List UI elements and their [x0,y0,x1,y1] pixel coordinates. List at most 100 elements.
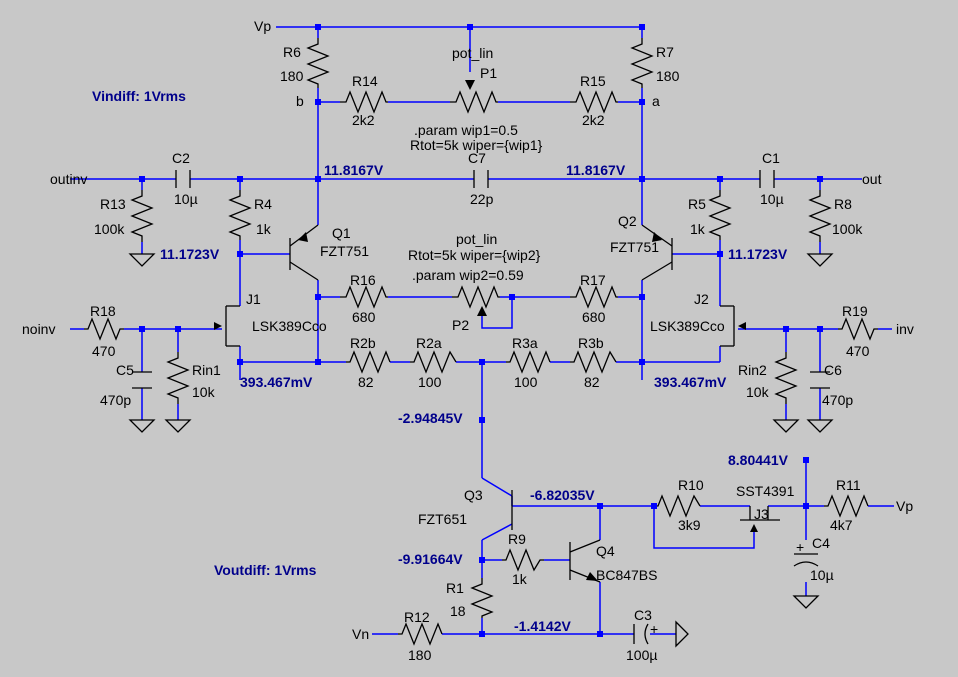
jfet-j1 [214,305,240,347]
transistor-q1 [289,224,319,281]
junction-dot [639,359,645,365]
resistor-r3b [570,350,617,374]
ref-j2: J2 [694,291,709,307]
ref-r5: R5 [688,196,706,212]
value-c6: 470p [822,392,853,408]
junction-dot [717,251,723,257]
value-r1: 18 [450,603,466,619]
junction-dot [817,326,823,332]
junction-dot [315,176,321,182]
junction-dot [597,503,603,509]
junction-dot [315,99,321,105]
value-q1: FZT751 [320,243,369,259]
junction-dot [479,631,485,637]
junction-dot [597,631,603,637]
resistor-r2b [346,350,391,374]
junction-dot [467,24,473,30]
junction-dot [639,99,645,105]
ref-r7: R7 [656,44,674,60]
value-q2: FZT751 [610,239,659,255]
junction-dot [237,176,243,182]
ground-icon [806,419,834,433]
junction-dot [639,24,645,30]
ground-icon [164,419,192,433]
resistor-r4 [228,190,252,240]
voltage-source-left: 393.467mV [240,374,313,390]
junction-dot [315,24,321,30]
potentiometer-p2 [452,285,500,309]
resistor-r11 [824,494,869,518]
value-r10: 3k9 [678,517,701,533]
value-r14: 2k2 [352,112,375,128]
ref-q2: Q2 [618,213,637,229]
junction-dot [651,503,657,509]
ref-c4: C4 [812,535,830,551]
port-noinv: noinv [22,321,55,337]
value-c7: 22p [470,191,494,207]
p2-param: .param wip2=0.59 [412,267,524,283]
ref-rin1: Rin1 [192,362,221,378]
value-r3b: 82 [584,374,600,390]
voltage-vn-node: -1.4142V [514,618,571,634]
port-outinv: outinv [50,171,87,187]
junction-dot [315,359,321,365]
ref-r17: R17 [580,272,606,288]
ref-r1: R1 [446,580,464,596]
ref-c6: C6 [824,362,842,378]
resistor-r19 [838,317,878,341]
value-q4: BC847BS [596,567,657,583]
ref-r10: R10 [678,477,704,493]
junction-dot [237,251,243,257]
component-symbols: + + [84,38,878,648]
value-r11: 4k7 [830,517,853,533]
capacitor-c6 [810,371,830,389]
jfet-j3 [740,506,780,532]
ground-icon [772,419,800,433]
value-rin1: 10k [192,384,216,400]
ref-q3: Q3 [464,487,483,503]
node-b: b [296,93,304,109]
svg-text:+: + [796,539,804,555]
ref-p1: P1 [480,65,497,81]
value-c5: 470p [100,392,131,408]
value-j1: LSK389Cco [252,318,327,334]
resistor-r5 [708,190,732,240]
junction-dot [479,557,485,563]
ref-r18: R18 [90,303,116,319]
ref-r2b: R2b [350,335,376,351]
value-r12: 180 [408,647,432,663]
ref-j3: J3 [754,506,769,522]
junction-dot [717,176,723,182]
ground-icon [128,419,156,433]
value-r7: 180 [656,68,680,84]
ref-r6: R6 [283,44,301,60]
voltage-drain-right: 11.1723V [728,246,788,262]
wires [70,26,894,635]
ref-c5: C5 [116,362,134,378]
resistor-r10 [652,494,701,518]
ref-r11: R11 [836,477,861,493]
p1-type: pot_lin [452,45,493,61]
ref-r19: R19 [842,303,868,319]
voltage-tail: -2.94845V [398,410,463,426]
ref-p2: P2 [452,317,469,333]
resistor-r1 [470,578,494,618]
value-r5: 1k [690,221,706,237]
port-inv: inv [896,321,914,337]
ref-r3a: R3a [512,335,538,351]
ground-icon [792,595,820,609]
capacitor-c4: + [793,539,819,567]
value-r2a: 100 [418,374,442,390]
value-rin2: 10k [746,384,770,400]
resistor-r2a [410,350,457,374]
junction-dot [237,359,243,365]
voltage-q3-emitter: -9.91664V [398,551,463,567]
p1-wiper-arrow [465,80,475,90]
resistor-r14 [340,90,388,114]
value-c4: 10µ [810,567,834,583]
value-r4: 1k [256,221,272,237]
value-r6: 180 [280,68,304,84]
value-r2b: 82 [358,374,374,390]
junction-dot [139,326,145,332]
